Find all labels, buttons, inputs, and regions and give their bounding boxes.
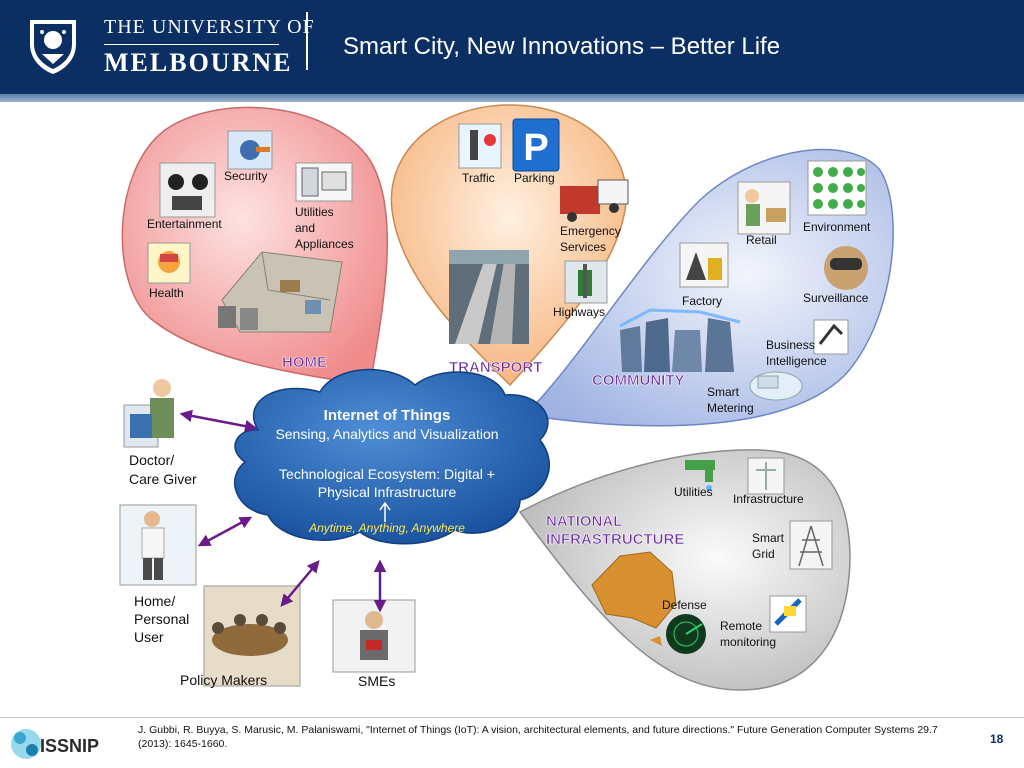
footer-divider — [0, 717, 1024, 718]
smart-city-diagram: Security Entertainment Utilities and App… — [119, 104, 894, 691]
smart-metering-icon — [749, 371, 803, 401]
environment-label: Environment — [803, 220, 871, 234]
smart-grid-label-1: Smart — [752, 531, 785, 545]
services-label: Services — [560, 240, 606, 254]
university-logo[interactable]: THE UNIVERSITY OF MELBOURNE — [22, 14, 314, 77]
smart-home-floorplan-icon — [218, 251, 343, 333]
ecosystem-line-1: Technological Ecosystem: Digital + — [279, 466, 495, 482]
infrastructure-icon — [747, 457, 785, 495]
defense-label: Defense — [662, 598, 707, 612]
smart-grid-icon — [789, 520, 833, 570]
monitoring-label: monitoring — [720, 635, 776, 649]
business-label: Business — [766, 338, 815, 352]
entertainment-label: Entertainment — [147, 217, 222, 231]
infrastructure-domain-label: INFRASTRUCTURE — [546, 531, 684, 548]
iot-tagline: Anytime, Anything, Anywhere — [308, 521, 465, 535]
home-user-figure-icon — [119, 504, 197, 586]
security-icon — [227, 130, 273, 170]
community-domain-label: COMMUNITY — [592, 372, 685, 389]
surveillance-label: Surveillance — [803, 291, 869, 305]
issnip-wordmark: ISSNIP — [40, 736, 99, 756]
remote-monitoring-icon — [769, 595, 807, 633]
home-user-arrow — [197, 516, 253, 547]
smart-label: Smart — [707, 385, 740, 399]
utilities-label: Utilities — [295, 205, 334, 219]
metering-label: Metering — [707, 401, 754, 415]
city-buildings-icon — [619, 308, 741, 372]
iot-cloud-shape — [234, 368, 550, 545]
issnip-logo: ISSNIP — [11, 729, 99, 759]
home-domain: Security Entertainment Utilities and App… — [121, 106, 389, 386]
doctor-arrow — [179, 409, 258, 433]
university-name-line2: MELBOURNE — [104, 48, 293, 77]
traffic-icon — [458, 123, 502, 169]
business-intelligence-icon — [813, 319, 849, 355]
ecosystem-line-2: Physical Infrastructure — [318, 484, 457, 500]
appliances-label: Appliances — [295, 237, 354, 251]
surveillance-icon — [824, 246, 868, 290]
utilities-and-label: and — [295, 221, 315, 235]
slide-title: Smart City, New Innovations – Better Lif… — [343, 33, 781, 60]
policy-makers-arrow — [280, 560, 320, 607]
emergency-label: Emergency — [560, 224, 621, 238]
home-domain-label: HOME — [282, 354, 327, 371]
university-crest-icon — [30, 20, 76, 74]
header-separator — [306, 12, 308, 70]
doctor-label-2: Care Giver — [129, 471, 197, 487]
home-user-label-2: Personal — [134, 611, 189, 627]
policy-makers-label: Policy Makers — [180, 672, 267, 688]
entertainment-icon — [159, 162, 216, 218]
infrastructure-label: Infrastructure — [733, 492, 804, 506]
svg-text:P: P — [523, 127, 548, 169]
intelligence-label: Intelligence — [766, 354, 827, 368]
header-bar: THE UNIVERSITY OF MELBOURNE Smart City, … — [0, 0, 1024, 94]
doctor-label-1: Doctor/ — [129, 452, 174, 468]
radar-defense-icon — [666, 614, 706, 654]
factory-icon — [679, 242, 729, 288]
iot-subtitle: Sensing, Analytics and Visualization — [275, 426, 498, 442]
parking-icon: P — [512, 118, 560, 172]
environment-icon — [807, 160, 867, 216]
health-label: Health — [149, 286, 184, 300]
university-name-line1: THE UNIVERSITY OF — [104, 16, 315, 38]
page-number: 18 — [990, 732, 1004, 746]
smes-label: SMEs — [358, 673, 395, 689]
smart-grid-label-2: Grid — [752, 547, 775, 561]
iot-cloud: Internet of Things Sensing, Analytics an… — [234, 368, 550, 545]
parking-label: Parking — [514, 171, 555, 185]
connection-arrows — [179, 409, 387, 613]
australia-map-icon — [591, 551, 677, 646]
retail-icon — [737, 181, 791, 235]
security-label: Security — [224, 169, 267, 183]
traffic-label: Traffic — [462, 171, 495, 185]
iot-title: Internet of Things — [324, 407, 451, 424]
smes-figure-icon — [332, 599, 416, 673]
doctor-figure-icon — [123, 379, 174, 448]
emergency-services-icon — [560, 179, 629, 222]
highways-icon — [564, 260, 608, 304]
highways-label: Highways — [553, 305, 605, 319]
up-arrow-icon — [379, 501, 391, 522]
community-balloon — [523, 148, 894, 427]
home-user-label-3: User — [134, 629, 164, 645]
factory-label: Factory — [682, 294, 722, 308]
national-infrastructure-domain: Utilities Infrastructure Smart Grid Defe… — [518, 449, 851, 691]
utilities-appliances-icon — [295, 162, 353, 202]
national-domain-label: NATIONAL — [546, 513, 622, 530]
citation-text: J. Gubbi, R. Buyya, S. Marusic, M. Palan… — [138, 724, 938, 750]
remote-label: Remote — [720, 619, 762, 633]
transport-domain: P Traffic Parking Emergency Services Hig… — [390, 104, 629, 387]
community-domain: Retail Environment Factory Surveillance … — [523, 148, 894, 427]
retail-label: Retail — [746, 233, 777, 247]
policy-makers-photo — [203, 585, 301, 687]
highway-photo — [449, 250, 529, 344]
national-utilities-label: Utilities — [674, 485, 713, 499]
home-user-label-1: Home/ — [134, 593, 175, 609]
transport-domain-label: TRANSPORT — [449, 359, 542, 376]
utilities-tap-icon — [685, 460, 715, 491]
header-strip — [0, 94, 1024, 102]
health-icon — [147, 242, 191, 284]
national-infrastructure-balloon — [518, 449, 851, 691]
logo-divider — [104, 44, 279, 45]
